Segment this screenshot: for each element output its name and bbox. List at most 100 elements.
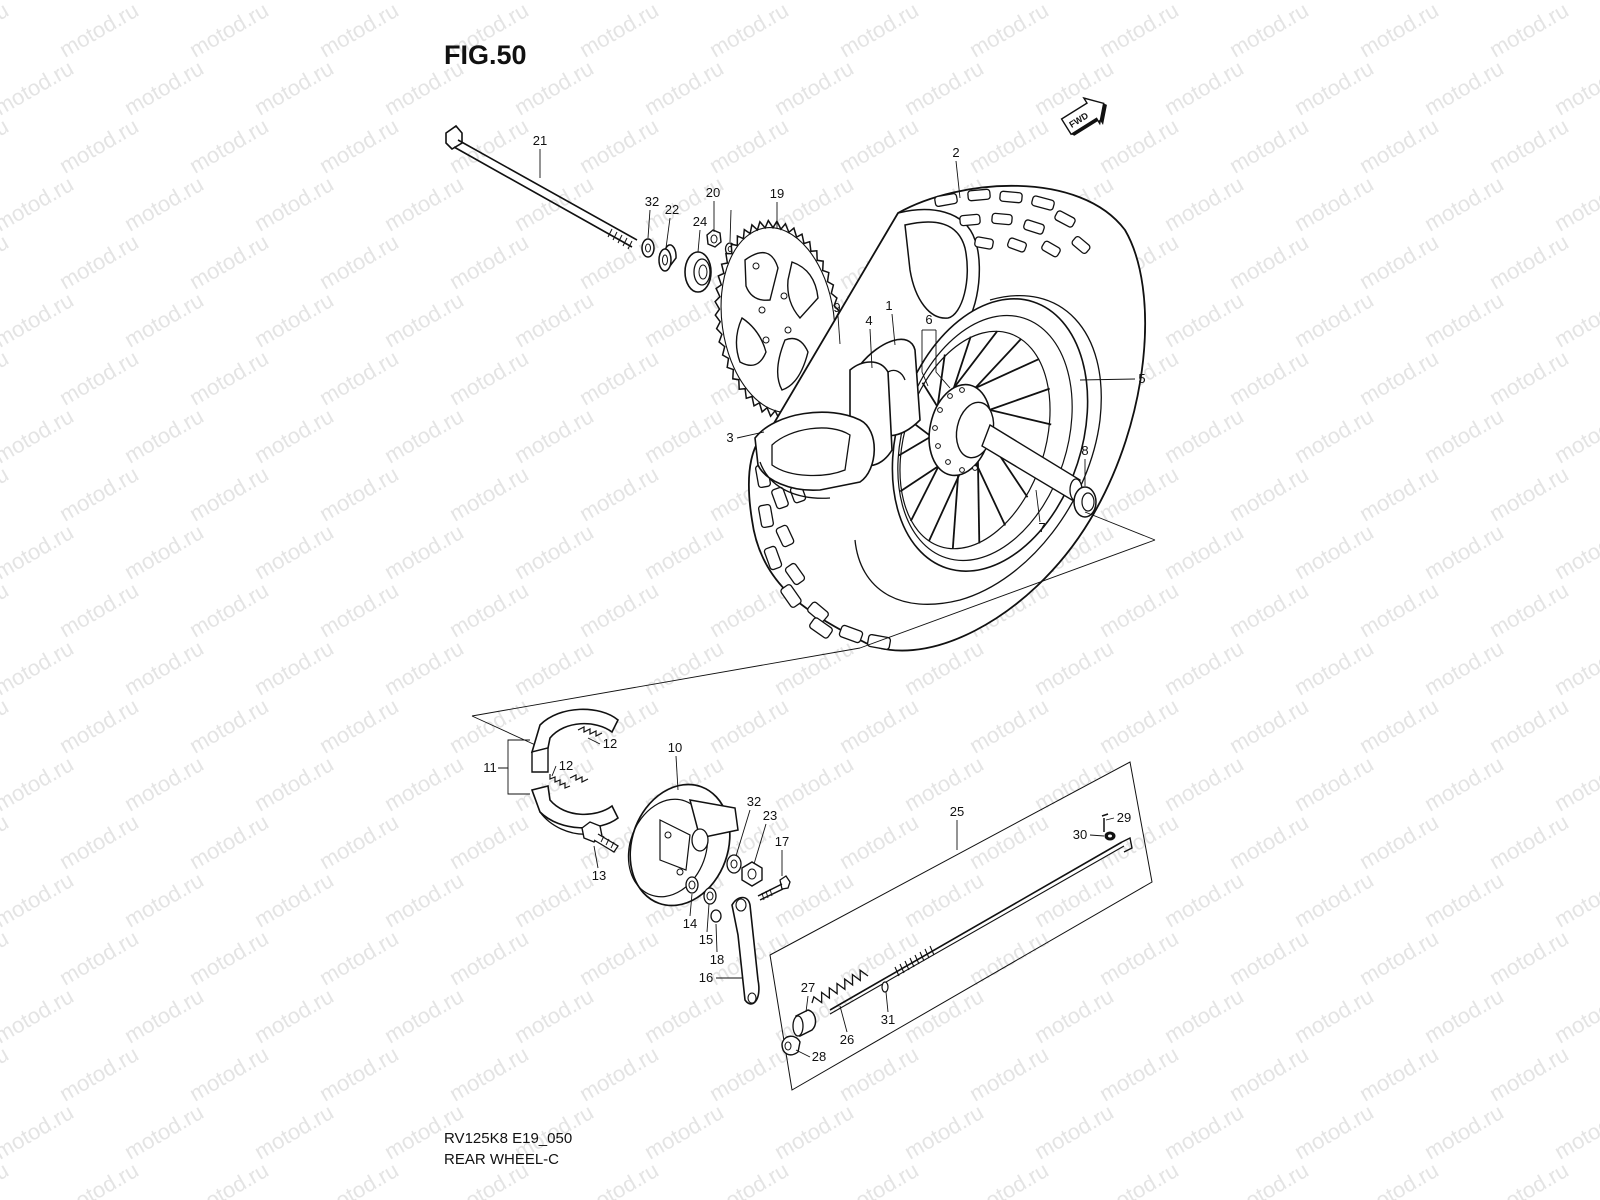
watermark-text: motod.ru bbox=[705, 1041, 793, 1106]
watermark-text: motod.ru bbox=[1030, 635, 1118, 700]
watermark-text: motod.ru bbox=[1550, 1099, 1600, 1164]
watermark-text: motod.ru bbox=[0, 693, 13, 758]
watermark-text: motod.ru bbox=[250, 171, 338, 236]
spoke bbox=[921, 382, 940, 409]
watermark-text: motod.ru bbox=[380, 751, 468, 816]
watermark-text: motod.ru bbox=[250, 287, 338, 352]
watermark-text: motod.ru bbox=[1160, 403, 1248, 468]
spoke bbox=[974, 461, 1007, 526]
watermark-text: motod.ru bbox=[120, 867, 208, 932]
watermark-text: motod.ru bbox=[640, 635, 728, 700]
watermark-text: motod.ru bbox=[380, 171, 468, 236]
watermark-text: motod.ru bbox=[1485, 113, 1573, 178]
callout-32-top: 32 bbox=[645, 194, 659, 209]
watermark-text: motod.ru bbox=[1160, 867, 1248, 932]
brake-rod-washer-part bbox=[881, 981, 889, 993]
watermark-text: motod.ru bbox=[965, 693, 1053, 758]
watermark-text: motod.ru bbox=[380, 983, 468, 1048]
watermark-text: motod.ru bbox=[185, 577, 273, 642]
watermark-text: motod.ru bbox=[1160, 751, 1248, 816]
watermark-text: motod.ru bbox=[250, 751, 338, 816]
figure-code: RV125K8 E19_050 bbox=[444, 1130, 573, 1147]
watermark-text: motod.ru bbox=[315, 925, 403, 990]
watermark-text: motod.ru bbox=[0, 1099, 78, 1164]
sprocket-nut-part bbox=[706, 229, 722, 248]
watermark-text: motod.ru bbox=[315, 1041, 403, 1106]
watermark-text: motod.ru bbox=[55, 925, 143, 990]
watermark-text: motod.ru bbox=[835, 113, 923, 178]
watermark-text: motod.ru bbox=[575, 577, 663, 642]
brake-cam-part bbox=[581, 821, 619, 853]
watermark-text: motod.ru bbox=[510, 867, 598, 932]
watermark-text: motod.ru bbox=[835, 925, 923, 990]
watermark-text: motod.ru bbox=[1290, 635, 1378, 700]
watermark-text: motod.ru bbox=[1550, 55, 1600, 120]
callout-3: 3 bbox=[726, 430, 733, 445]
wheel-spokes-part bbox=[898, 330, 1052, 549]
watermark-text: motod.ru bbox=[575, 925, 663, 990]
watermark-text: motod.ru bbox=[900, 983, 988, 1048]
watermark-text: motod.ru bbox=[250, 1099, 338, 1164]
callout-20: 20 bbox=[706, 185, 720, 200]
watermark-text: motod.ru bbox=[1225, 229, 1313, 294]
watermark-text: motod.ru bbox=[250, 983, 338, 1048]
watermark-text: motod.ru bbox=[1420, 983, 1508, 1048]
callout-9: 9 bbox=[833, 300, 840, 315]
watermark-text: motod.ru bbox=[1355, 1041, 1443, 1106]
watermark-text: motod.ru bbox=[1485, 0, 1573, 62]
spoke bbox=[967, 358, 1040, 393]
watermark-text: motod.ru bbox=[575, 693, 663, 758]
watermark-text: motod.ru bbox=[185, 925, 273, 990]
callout-29: 29 bbox=[1117, 810, 1131, 825]
watermark-text: motod.ru bbox=[1420, 519, 1508, 584]
sprocket-bearing-part bbox=[684, 251, 712, 293]
watermark-text: motod.ru bbox=[1030, 751, 1118, 816]
brake-adjust-nut-part bbox=[781, 1035, 801, 1056]
watermark-text: motod.ru bbox=[0, 519, 78, 584]
brake-panel-part bbox=[627, 783, 739, 907]
watermark-text: motod.ru bbox=[1550, 287, 1600, 352]
callout-21: 21 bbox=[533, 133, 547, 148]
watermark-text: motod.ru bbox=[445, 461, 533, 526]
watermark-text: motod.ru bbox=[1550, 635, 1600, 700]
watermark-text: motod.ru bbox=[575, 113, 663, 178]
watermark-text: motod.ru bbox=[185, 809, 273, 874]
watermark-text: motod.ru bbox=[0, 287, 78, 352]
watermark-text: motod.ru bbox=[120, 635, 208, 700]
watermark-text: motod.ru bbox=[185, 1041, 273, 1106]
watermark-text: motod.ru bbox=[55, 345, 143, 410]
watermark-text: motod.ru bbox=[770, 55, 858, 120]
watermark-text: motod.ru bbox=[1030, 867, 1118, 932]
brake-spring-lower-part bbox=[549, 774, 589, 789]
watermark-text: motod.ru bbox=[55, 0, 143, 62]
watermark-text: motod.ru bbox=[250, 867, 338, 932]
watermark-text: motod.ru bbox=[1485, 925, 1573, 990]
callout-27: 27 bbox=[801, 980, 815, 995]
callout-13: 13 bbox=[592, 868, 606, 883]
watermark-text: motod.ru bbox=[575, 345, 663, 410]
watermark-text: motod.ru bbox=[1095, 925, 1183, 990]
watermark-text: motod.ru bbox=[965, 113, 1053, 178]
watermark-text: motod.ru bbox=[1420, 1099, 1508, 1164]
watermark-text: motod.ru bbox=[640, 403, 728, 468]
figure-name: REAR WHEEL-C bbox=[444, 1151, 560, 1168]
watermark-text: motod.ru bbox=[55, 1157, 143, 1200]
watermark-text: motod.ru bbox=[1485, 1157, 1573, 1200]
watermark-text: motod.ru bbox=[705, 0, 793, 62]
watermark-text: motod.ru bbox=[835, 1041, 923, 1106]
watermark-text: motod.ru bbox=[965, 1157, 1053, 1200]
watermark-text: motod.ru bbox=[1225, 1041, 1313, 1106]
spoke bbox=[969, 338, 1022, 394]
watermark-text: motod.ru bbox=[185, 461, 273, 526]
brake-rod-spring-part bbox=[811, 968, 869, 1004]
watermark-text: motod.ru bbox=[0, 925, 13, 990]
callout-10: 10 bbox=[668, 740, 682, 755]
brake-oil-seal-part bbox=[685, 876, 699, 894]
watermark-text: motod.ru bbox=[55, 113, 143, 178]
watermark-text: motod.ru bbox=[965, 0, 1053, 62]
watermark-text: motod.ru bbox=[965, 1041, 1053, 1106]
watermark-text: motod.ru bbox=[770, 1099, 858, 1164]
watermark-text: motod.ru bbox=[575, 1157, 663, 1200]
watermark-text: motod.ru bbox=[55, 461, 143, 526]
